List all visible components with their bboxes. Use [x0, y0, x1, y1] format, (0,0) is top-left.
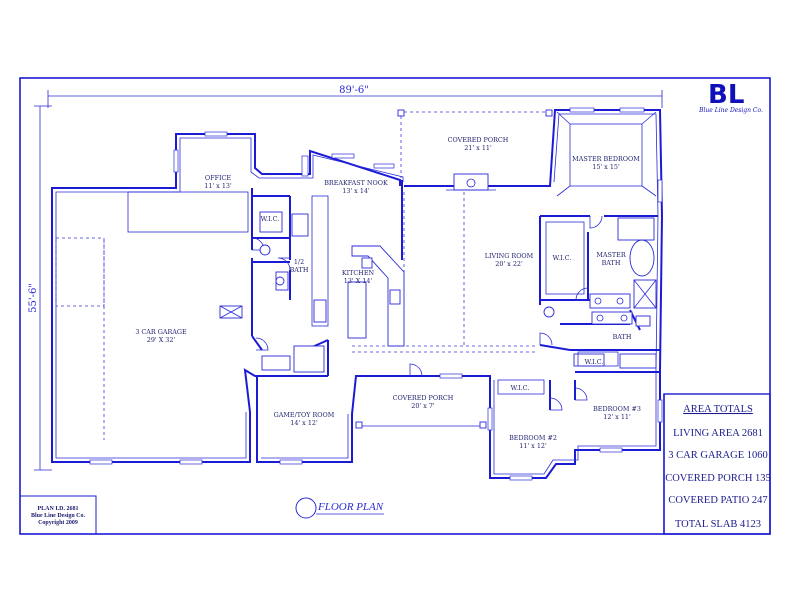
bedroom3-name: BEDROOM #3 — [593, 405, 641, 413]
half-bath-name-2: BATH — [290, 266, 309, 274]
plan-id: PLAN I.D. 2681 — [37, 506, 78, 512]
overall-width-dimension: 89'-6" — [47, 85, 663, 108]
garage-name: 3 CAR GARAGE — [135, 328, 187, 336]
overall-depth-dimension: 55'-6" — [28, 105, 52, 471]
wic-office-name: W.I.C. — [261, 215, 280, 223]
area-totals-box: AREA TOTALS LIVING AREA 2681 3 CAR GARAG… — [663, 393, 771, 535]
bath-name: BATH — [613, 333, 632, 341]
master-bath-name-2: BATH — [602, 259, 621, 267]
bedroom2-name: BEDROOM #2 — [509, 434, 557, 442]
copyright: Copyright 2009 — [38, 520, 78, 526]
living-room-size: 20' x 22' — [495, 260, 523, 268]
covered-porch-top-size: 21' x 11' — [464, 144, 492, 152]
master-bedroom-size: 15' x 15' — [592, 163, 620, 171]
bedroom2-size: 11' x 12' — [519, 442, 547, 450]
floor-plan-title: FLOOR PLAN — [317, 501, 384, 513]
logo-mark: BL — [708, 80, 744, 110]
room-labels: COVERED PORCH 21' x 11' MASTER BEDROOM 1… — [135, 136, 641, 450]
wic-bed2-name: W.I.C. — [511, 384, 530, 392]
garage-size: 29' X 32' — [147, 336, 176, 344]
master-bath-name: MASTER — [596, 251, 625, 259]
area-total-row: TOTAL SLAB 4123 — [675, 519, 761, 530]
sheet-border — [19, 77, 771, 535]
title-block: PLAN I.D. 2681 Blue Line Design Co. Copy… — [19, 495, 97, 535]
logo-caption: Blue Line Design Co. — [698, 107, 763, 114]
half-bath-name: 1/2 — [294, 258, 304, 266]
game-room-name: GAME/TOY ROOM — [274, 411, 335, 419]
kitchen-size: 13' X 14' — [344, 277, 373, 285]
covered-porch-front-name: COVERED PORCH — [393, 394, 454, 402]
breakfast-nook-name: BREAKFAST NOOK — [324, 179, 388, 187]
area-total-row: 3 CAR GARAGE 1060 — [668, 450, 767, 461]
covered-porch-top-name: COVERED PORCH — [448, 136, 509, 144]
drawing-title: FLOOR PLAN — [295, 497, 384, 519]
master-bedroom-name: MASTER BEDROOM — [572, 155, 640, 163]
office-name: OFFICE — [205, 174, 232, 182]
area-total-row: COVERED PATIO 247 — [668, 495, 767, 506]
area-totals-heading: AREA TOTALS — [683, 404, 753, 415]
doors — [251, 215, 603, 411]
office-size: 11' x 13' — [204, 182, 232, 190]
breakfast-nook-size: 13' x 14' — [342, 187, 370, 195]
kitchen-name: KITCHEN — [342, 269, 375, 277]
overall-depth-label: 55'-6" — [28, 283, 39, 313]
plan-details — [55, 109, 657, 440]
windows — [89, 107, 663, 481]
company-name: Blue Line Design Co. — [31, 513, 86, 519]
area-total-row: COVERED PORCH 135 — [665, 473, 771, 484]
living-room-name: LIVING ROOM — [485, 252, 534, 260]
wic-master-name: W.I.C. — [553, 254, 572, 262]
game-room-size: 14' x 12' — [290, 419, 318, 427]
wic-bed3-name: W.I.C. — [585, 358, 604, 366]
covered-porch-front-size: 20' x 7' — [411, 402, 435, 410]
area-total-row: LIVING AREA 2681 — [673, 428, 763, 439]
company-logo: BL Blue Line Design Co. — [698, 80, 763, 114]
overall-width-label: 89'-6" — [339, 85, 369, 96]
bedroom3-size: 12' x 11' — [603, 413, 631, 421]
